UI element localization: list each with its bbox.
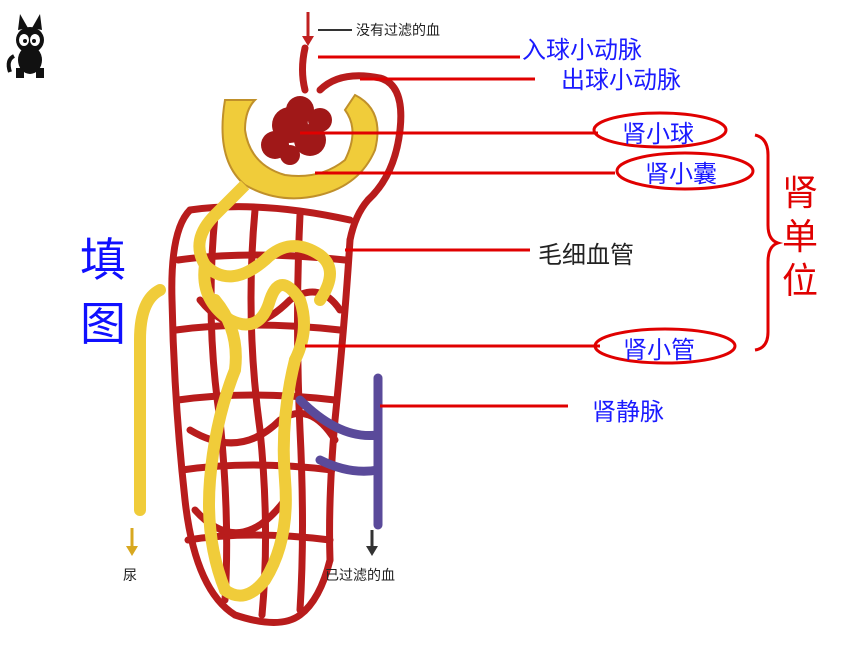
nephron-brace (754, 133, 784, 352)
urine-arrow-icon (126, 528, 138, 556)
nephron-char-1: 肾 (782, 173, 819, 214)
label-renal-vein: 肾静脉 (592, 398, 664, 426)
oval-capsule (615, 151, 755, 191)
renal-vein (295, 373, 383, 530)
vein-arrow-icon (366, 530, 378, 556)
inflow-arrow-icon (302, 12, 352, 46)
cat-logo-icon (6, 14, 44, 78)
renal-tubule (133, 209, 336, 602)
oval-glomerulus (592, 111, 728, 149)
label-glomerulus: 肾小球 (622, 120, 694, 148)
fill-chart-char-2: 图 (80, 297, 126, 351)
glomerulus-knot (261, 96, 332, 165)
pointer-lines (300, 55, 615, 408)
nephron-char-2: 单 (782, 217, 819, 258)
label-efferent-arteriole: 出球小动脉 (561, 66, 681, 94)
label-ovals (592, 111, 755, 365)
fill-chart-char-1: 填 (80, 233, 126, 287)
nephron-char-3: 位 (782, 261, 819, 302)
label-renal-tubule: 肾小管 (623, 336, 695, 364)
label-filtered-blood: 已过滤的血 (325, 568, 395, 584)
oval-tubule (593, 327, 737, 365)
label-unfiltered-blood: 没有过滤的血 (356, 23, 440, 39)
label-capillaries: 毛细血管 (538, 241, 634, 269)
label-bowmans-capsule: 肾小囊 (645, 160, 717, 188)
label-urine: 尿 (123, 568, 137, 584)
label-afferent-arteriole: 入球小动脉 (522, 36, 642, 64)
